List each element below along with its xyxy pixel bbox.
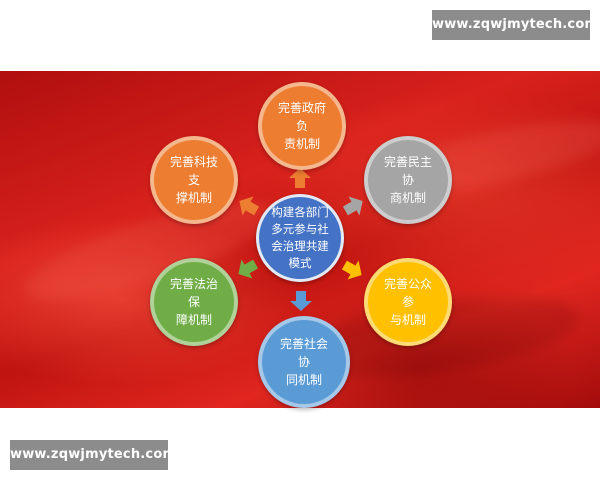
node-line: 障机制 xyxy=(175,313,212,327)
node-democratic-consultation: 完善民主协 商机制 xyxy=(364,136,452,224)
node-line: 撑机制 xyxy=(175,191,212,205)
watermark-top: www.zqwjmytech.com xyxy=(432,10,598,40)
center-line: 多元参与社 xyxy=(271,222,329,236)
node-rule-of-law: 完善法治保 障机制 xyxy=(150,258,238,346)
node-line: 完善科技支 xyxy=(169,155,218,187)
arrow-upleft-icon xyxy=(239,196,260,216)
node-line: 与机制 xyxy=(389,313,426,327)
node-public-participation: 完善公众参 与机制 xyxy=(364,258,452,346)
arrow-upright-icon xyxy=(342,196,363,216)
center-line: 模式 xyxy=(288,256,312,270)
node-line: 责机制 xyxy=(283,137,320,151)
node-government-responsibility: 完善政府负 责机制 xyxy=(258,82,346,170)
center-line: 构建各部门 xyxy=(271,205,329,219)
node-social-coordination: 完善社会协 同机制 xyxy=(258,316,350,408)
node-line: 完善法治保 xyxy=(169,277,218,309)
node-line: 完善政府负 xyxy=(277,101,326,133)
center-node: 构建各部门 多元参与社 会治理共建 模式 xyxy=(256,194,344,282)
watermark-bottom: www.zqwjmytech.com xyxy=(10,440,176,470)
arrow-lowright-icon xyxy=(341,260,362,280)
node-line: 完善社会协 xyxy=(279,337,328,369)
node-technology-support: 完善科技支 撑机制 xyxy=(150,136,238,224)
arrow-lowleft-icon xyxy=(238,259,259,279)
arrow-down-icon xyxy=(290,291,312,311)
node-line: 完善公众参 xyxy=(383,277,432,309)
node-line: 同机制 xyxy=(285,373,322,387)
node-line: 商机制 xyxy=(389,191,426,205)
center-line: 会治理共建 xyxy=(271,239,329,253)
arrow-up-icon xyxy=(289,168,311,188)
node-line: 完善民主协 xyxy=(383,155,432,187)
